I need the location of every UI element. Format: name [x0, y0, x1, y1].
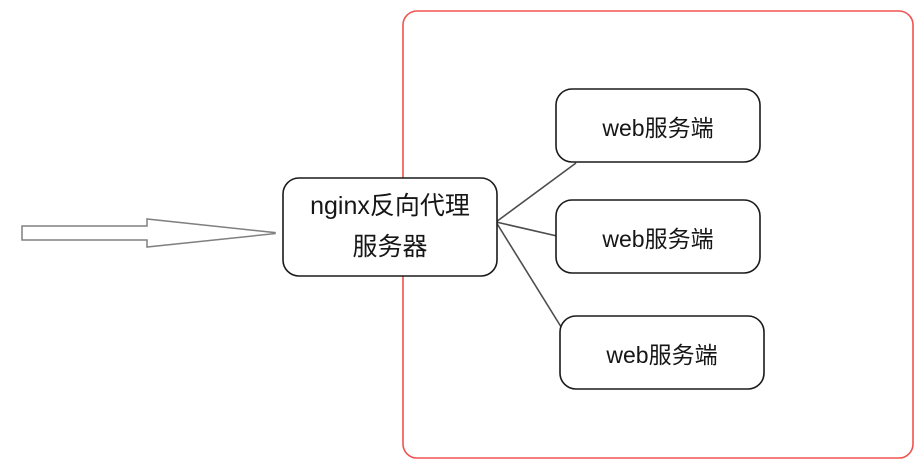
connector-nginx-web1	[495, 162, 577, 223]
connector-nginx-web3	[495, 221, 564, 331]
node-web1-box[interactable]	[555, 88, 761, 163]
node-web3-box[interactable]	[559, 315, 765, 390]
node-web2-box[interactable]	[555, 199, 761, 274]
node-nginx-box[interactable]	[282, 177, 498, 277]
incoming-request-arrow	[21, 218, 276, 248]
